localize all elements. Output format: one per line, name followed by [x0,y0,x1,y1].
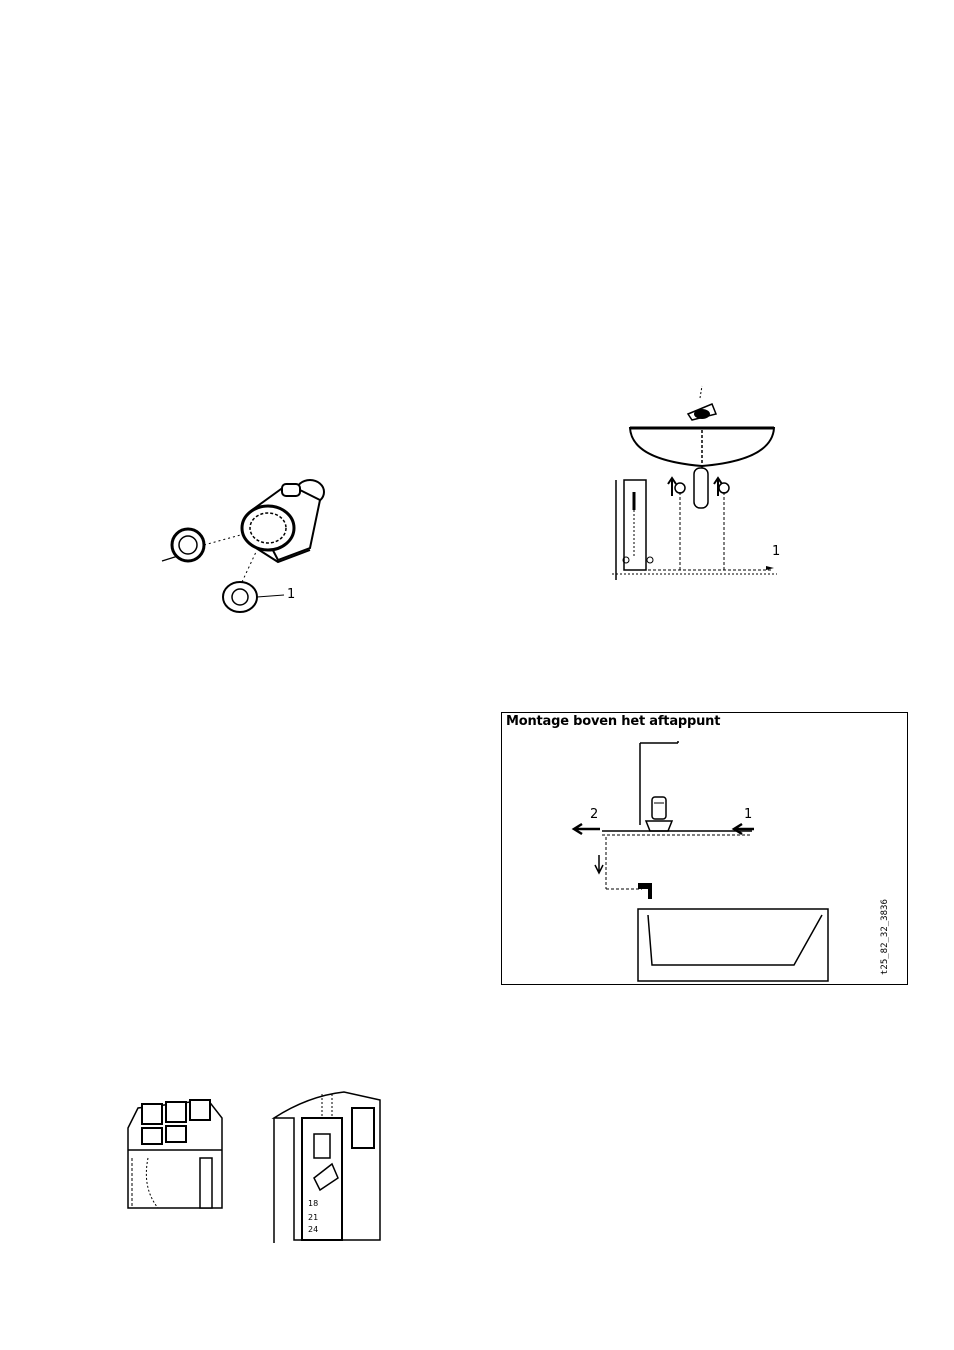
callout-1: 1 [744,807,752,822]
washbasin-installation-diagram: 1 [612,380,792,590]
svg-text:24: 24 [308,1225,318,1234]
figure-code: t25_82_32_3836 [880,899,890,975]
svg-text:21: 21 [308,1213,318,1222]
callout-1: 1 [772,544,780,559]
terminal-views-illustration: 18 21 24 [118,1078,388,1248]
display-replacement-illustration: 1 [160,470,340,620]
callout-2: 2 [590,807,598,822]
callout-1: 1 [287,587,295,602]
bath-installation-figure: Montage boven het aftappunt 2 1 t25_82_3… [501,712,908,985]
svg-text:18: 18 [308,1199,318,1208]
